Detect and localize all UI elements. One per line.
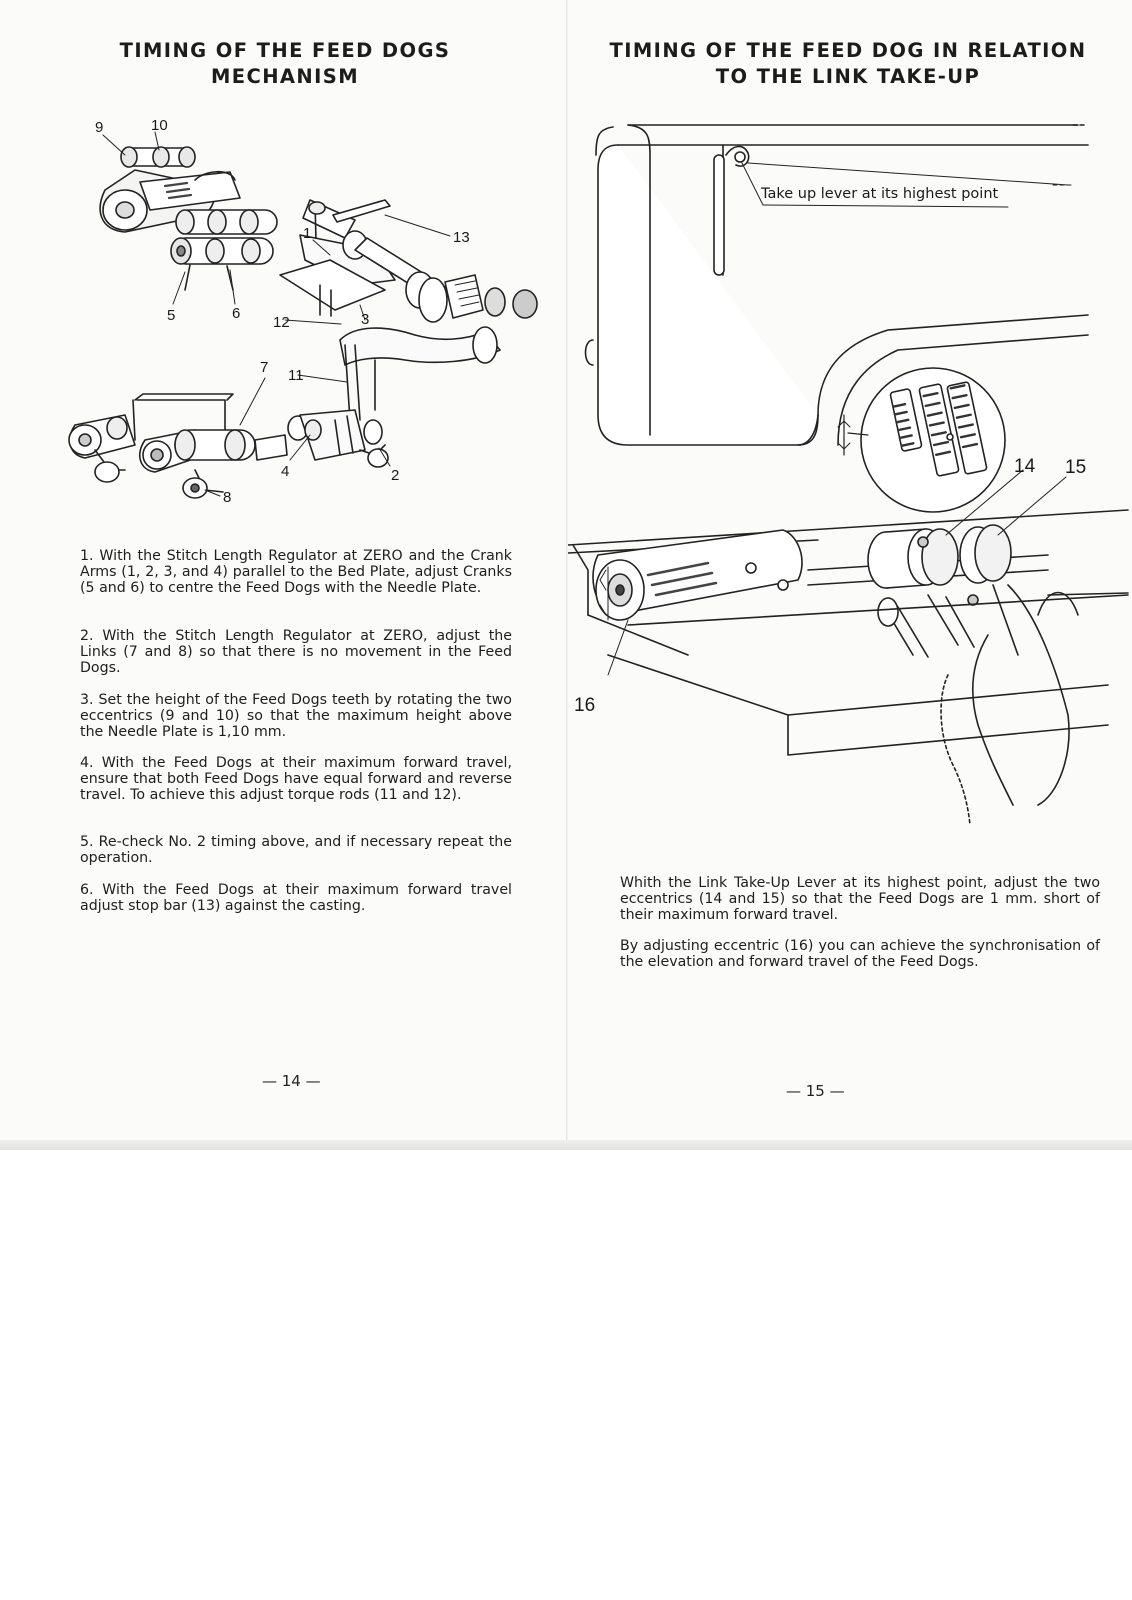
callout-14: 14 <box>1014 456 1036 477</box>
callout-9: 9 <box>95 119 103 136</box>
book-spine <box>566 0 568 1150</box>
feed-dog-assembly-drawing <box>99 146 278 291</box>
right-callout-labels: Take up lever at its highest point 14 15… <box>574 186 1086 716</box>
take-up-lever-annotation: Take up lever at its highest point <box>760 186 999 202</box>
link-assembly-drawing <box>68 393 389 499</box>
callout-6: 6 <box>232 305 240 322</box>
instruction-4: 4. With the Feed Dogs at their maximum f… <box>80 755 512 803</box>
callout-4: 4 <box>281 463 289 480</box>
page-15: TIMING OF THE FEED DOG IN RELATION TO TH… <box>568 0 1132 1140</box>
page-number-14: — 14 — <box>262 1072 321 1090</box>
callout-15: 15 <box>1065 457 1086 478</box>
manual-spread: TIMING OF THE FEED DOGS MECHANISM <box>0 0 1132 1150</box>
left-page-heading: TIMING OF THE FEED DOGS MECHANISM <box>119 39 451 88</box>
right-instruction-1: Whith the Link Take-Up Lever at its high… <box>620 875 1100 923</box>
callout-5: 5 <box>167 307 175 324</box>
instruction-5: 5. Re-check No. 2 timing above, and if n… <box>80 834 512 866</box>
page-bottom-edge <box>0 1140 1132 1150</box>
callout-labels: 9 10 5 6 1 13 12 3 7 11 4 2 8 <box>95 117 470 506</box>
feed-dog-magnified-view <box>837 367 1006 513</box>
feed-dog-mechanism-diagram: 9 10 5 6 1 13 12 3 7 11 4 2 8 <box>55 110 555 520</box>
callout-8: 8 <box>223 489 231 506</box>
instruction-3: 3. Set the height of the Feed Dogs teeth… <box>80 692 512 740</box>
link-take-up-diagram: Take up lever at its highest point 14 15… <box>568 115 1132 860</box>
callout-leaders <box>102 131 451 497</box>
callout-13: 13 <box>453 229 470 246</box>
callout-3: 3 <box>361 311 369 328</box>
right-callout-leaders <box>607 469 1067 676</box>
machine-head-drawing <box>584 124 1089 446</box>
callout-2: 2 <box>391 467 399 484</box>
shaft-assembly-drawing <box>568 509 1129 826</box>
instruction-6: 6. With the Feed Dogs at their maximum f… <box>80 882 512 914</box>
callout-12: 12 <box>273 314 290 331</box>
callout-10: 10 <box>151 117 168 134</box>
crank-shaft-drawing <box>279 199 538 421</box>
callout-7: 7 <box>260 359 268 376</box>
page-14: TIMING OF THE FEED DOGS MECHANISM <box>0 0 566 1140</box>
right-instruction-2: By adjusting eccentric (16) you can achi… <box>620 938 1100 970</box>
instruction-1: 1. With the Stitch Length Regulator at Z… <box>80 548 512 596</box>
page-number-15: — 15 — <box>786 1082 845 1100</box>
callout-1: 1 <box>303 225 311 242</box>
callout-11: 11 <box>288 367 304 384</box>
instruction-2: 2. With the Stitch Length Regulator at Z… <box>80 628 512 676</box>
callout-16: 16 <box>574 695 595 716</box>
right-page-heading: TIMING OF THE FEED DOG IN RELATION TO TH… <box>609 39 1087 88</box>
